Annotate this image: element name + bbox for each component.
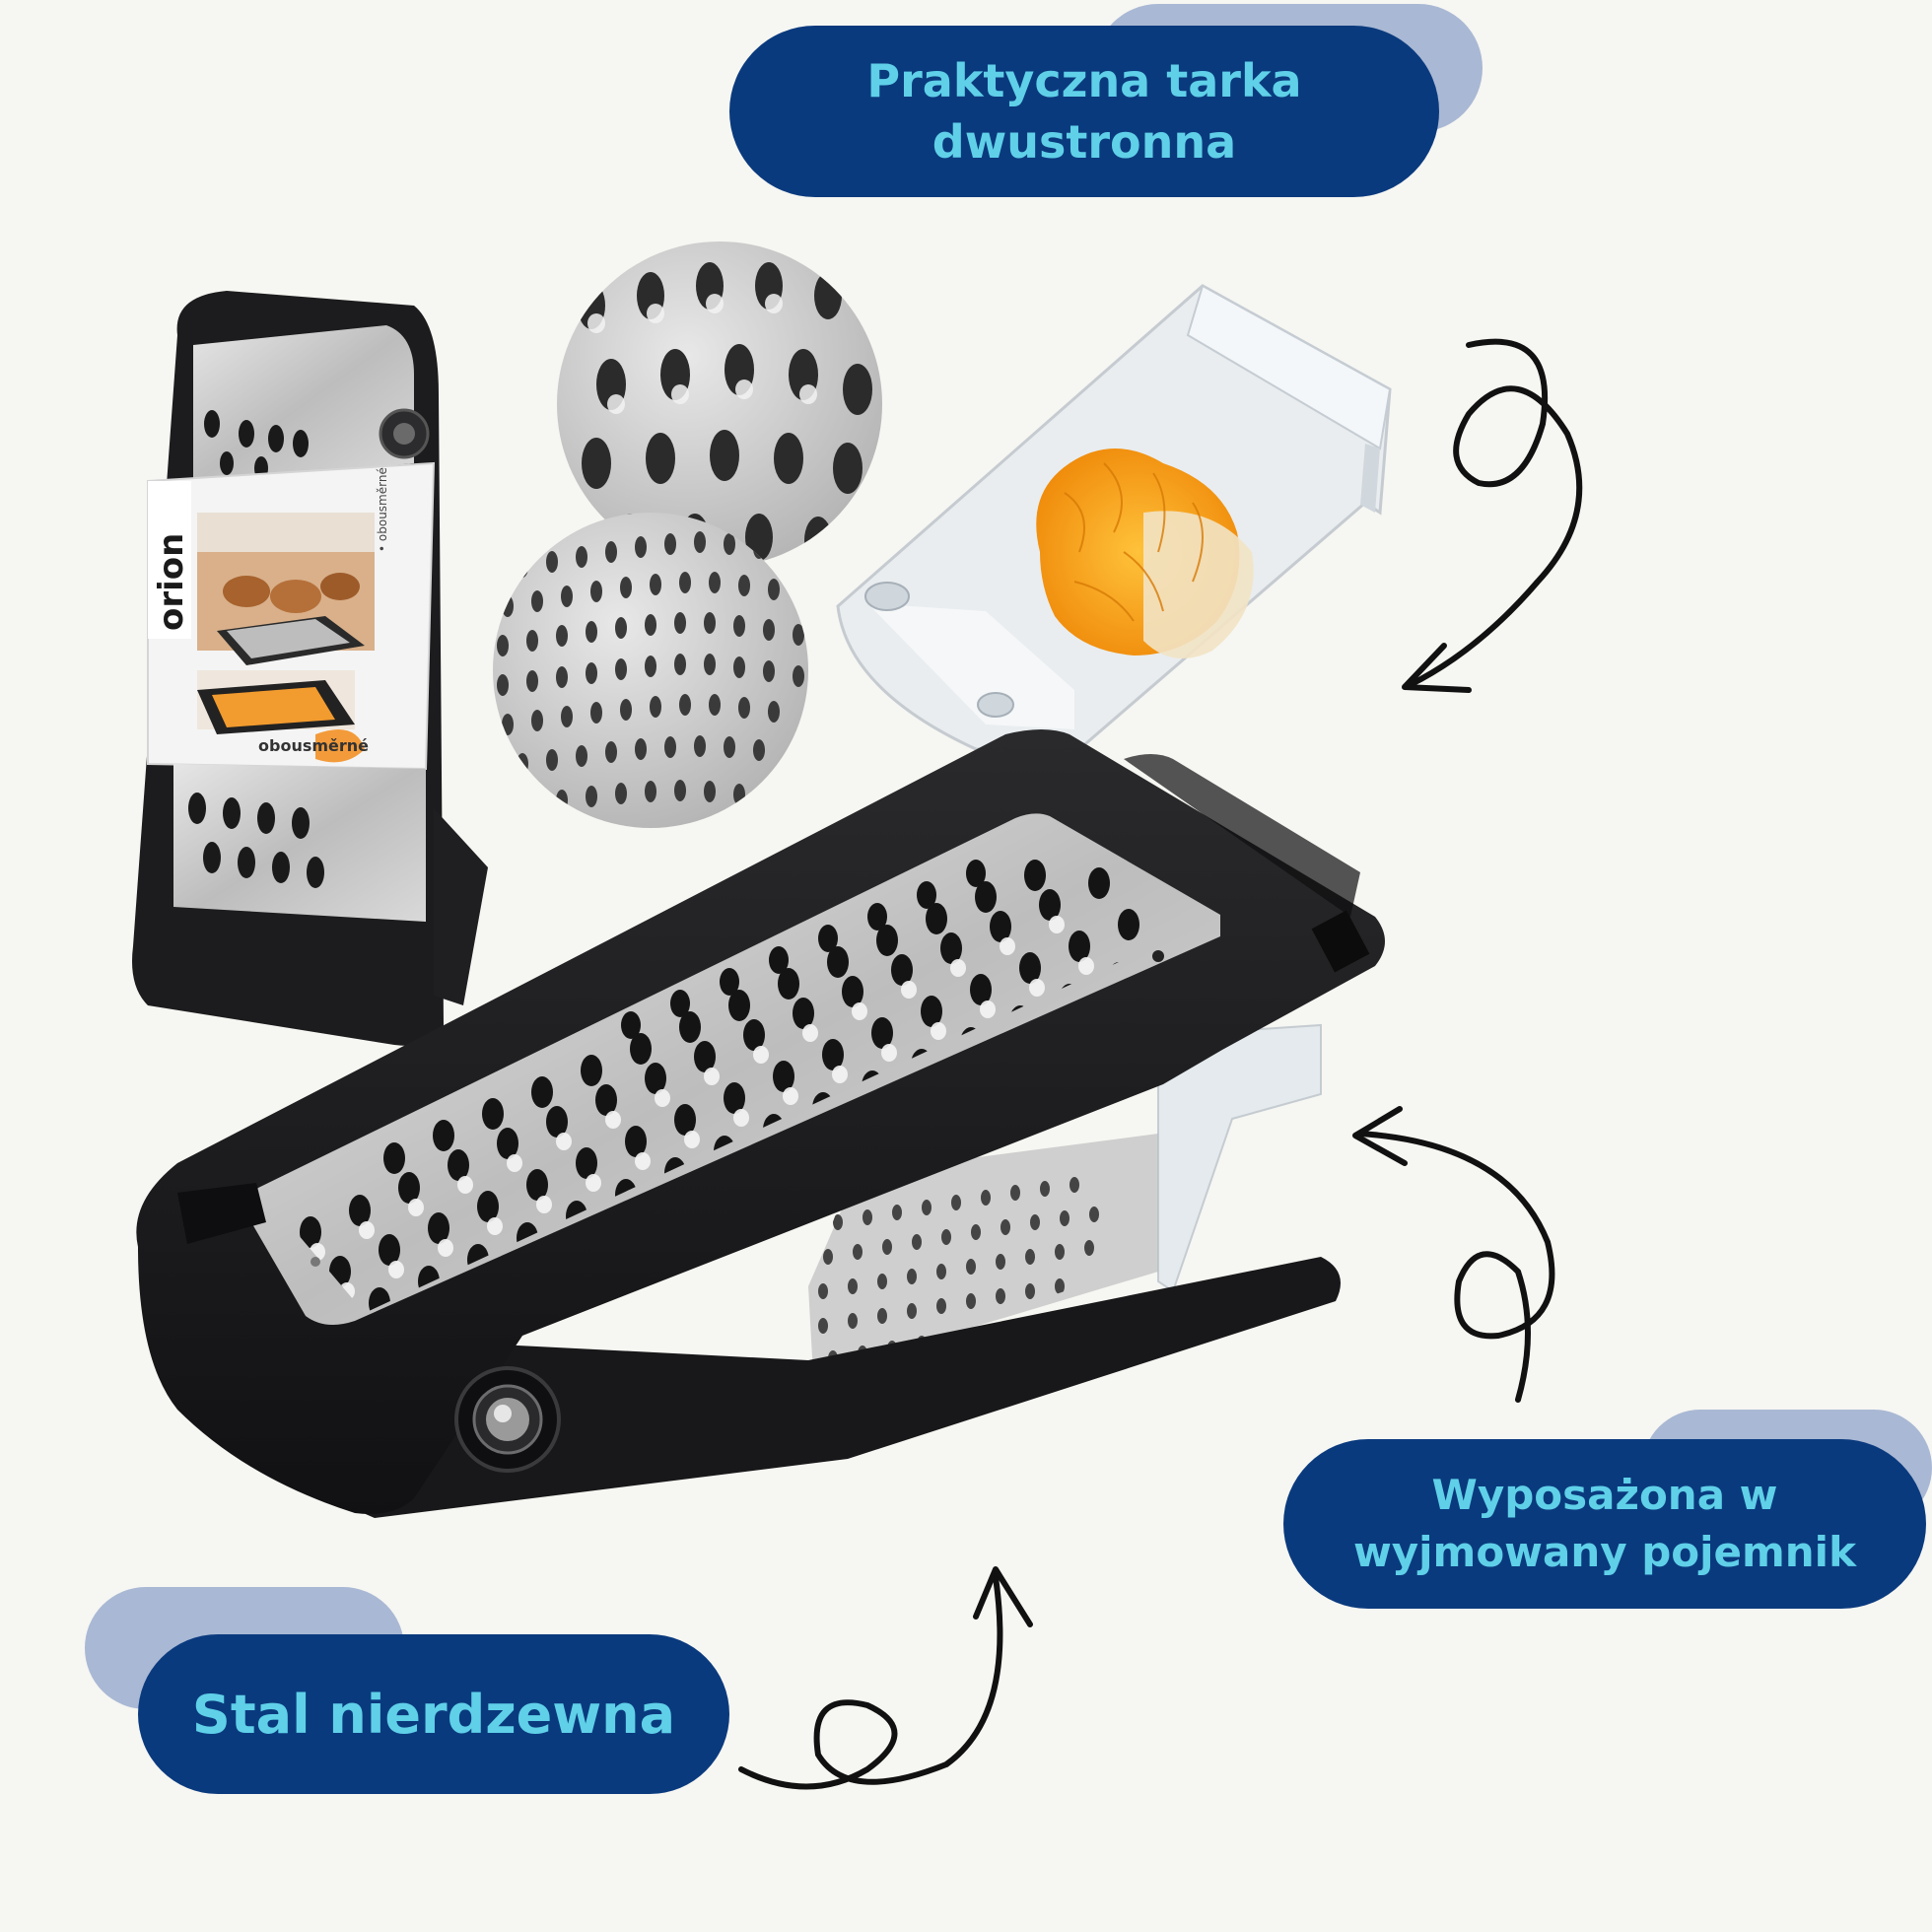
lock-knob — [454, 1366, 561, 1473]
callout-stainless-steel: Stal nierdzewna — [138, 1634, 729, 1794]
main-grater — [136, 729, 1385, 1518]
callout-line: dwustronna — [932, 115, 1237, 169]
callout-line: wyjmowany pojemnik — [1352, 1528, 1857, 1576]
detail-disc-fine — [493, 513, 808, 828]
callout-removable-container: Wyposażona w wyjmowany pojemnik — [1283, 1439, 1926, 1609]
package-brand: orion — [152, 533, 191, 631]
packaged-grater: orion • obousměrné obousměrné — [132, 291, 488, 1046]
removable-container — [836, 284, 1392, 751]
callout-line: Wyposażona w — [1431, 1471, 1778, 1519]
curly-arrow-icon — [1407, 338, 1583, 688]
detail-disc-coarse — [557, 242, 882, 567]
callout-line: Praktyczna tarka — [866, 54, 1302, 107]
curly-arrow-icon — [738, 1574, 1003, 1790]
curly-arrow-icon — [1357, 1131, 1555, 1403]
package-subtitle: obousměrné — [258, 736, 369, 755]
curly-arrow-icon — [1352, 1106, 1408, 1166]
callout-line: Stal nierdzewna — [191, 1683, 676, 1746]
grated-cheese — [1036, 448, 1254, 658]
curly-arrow-icon — [1402, 643, 1472, 693]
curly-arrow-icon — [973, 1566, 1033, 1627]
package-side-text: • obousměrné — [376, 467, 389, 552]
callout-double-sided-grater: Praktyczna tarka dwustronna — [729, 26, 1439, 197]
